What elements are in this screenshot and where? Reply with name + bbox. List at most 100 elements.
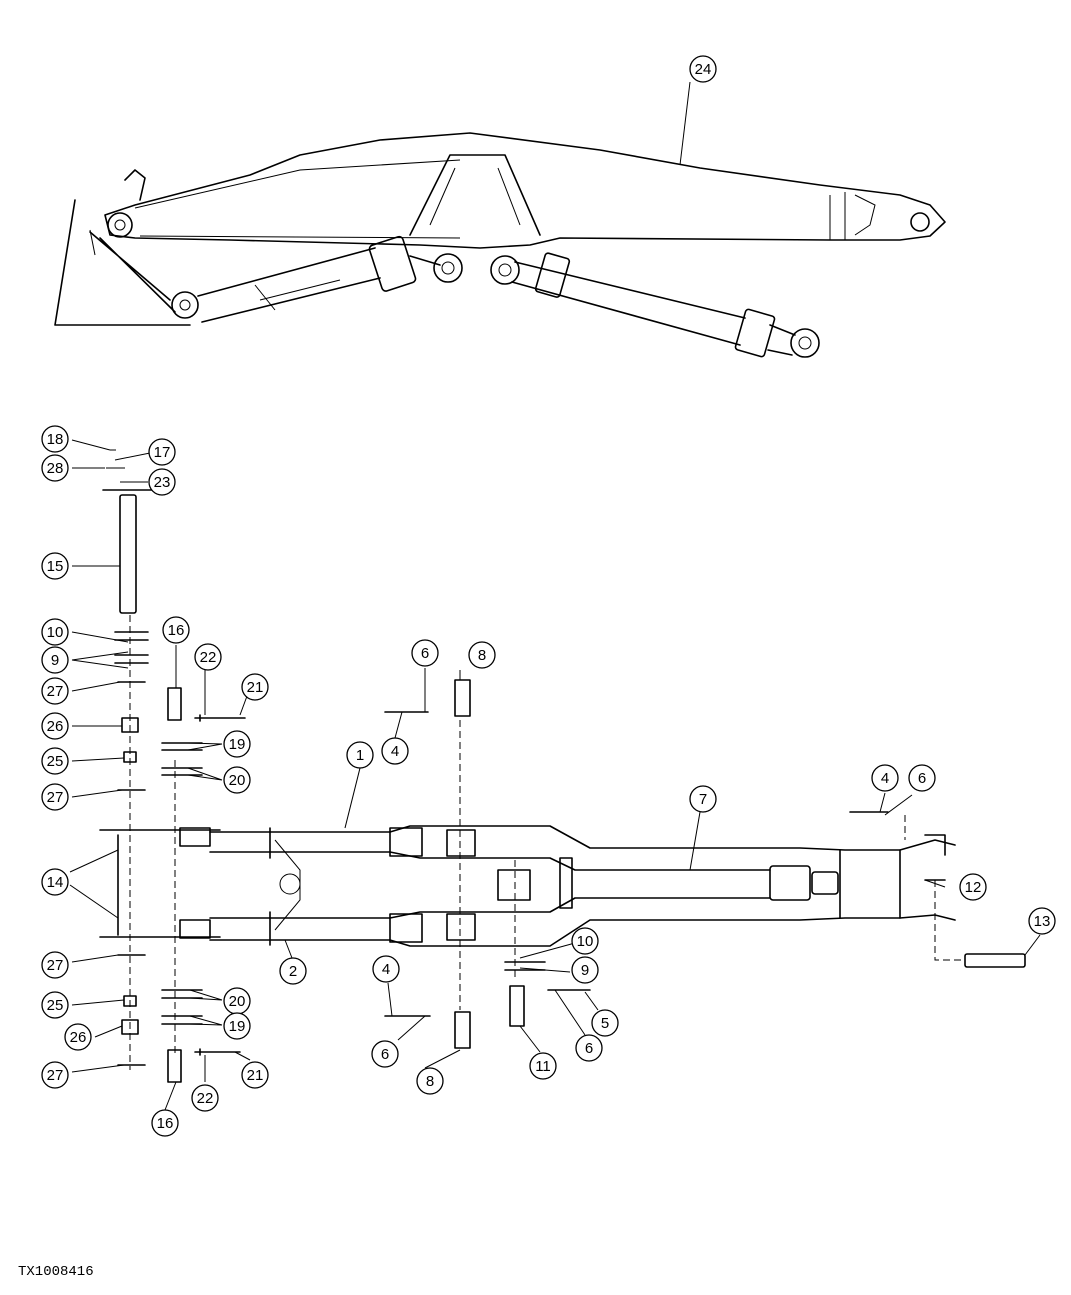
callout-11: 11: [529, 1052, 557, 1080]
callout-circle: [372, 955, 400, 983]
callout-number: 8: [478, 647, 486, 664]
callout-circle: [41, 552, 69, 580]
boom-plan-view: [99, 449, 1026, 1083]
callout-number: 6: [421, 645, 429, 662]
callout-9: 9: [571, 956, 599, 984]
callout-circle: [871, 764, 899, 792]
callout-number: 26: [47, 718, 64, 735]
callout-number: 5: [601, 1015, 609, 1032]
callout-number: 4: [391, 743, 399, 760]
callout-24: 24: [689, 55, 717, 83]
callout-number: 21: [247, 1067, 264, 1084]
callout-number: 19: [229, 736, 246, 753]
callout-15: 15: [41, 552, 69, 580]
callout-number: 16: [157, 1115, 174, 1132]
callout-number: 11: [535, 1058, 551, 1075]
callout-circle: [148, 438, 176, 466]
callout-23: 23: [148, 468, 176, 496]
callout-circle: [162, 616, 190, 644]
callout-28: 28: [41, 454, 69, 482]
callout-20: 20: [223, 987, 251, 1015]
callout-circle: [41, 1061, 69, 1089]
callout-26: 26: [41, 712, 69, 740]
callout-circle: [468, 641, 496, 669]
callout-number: 24: [695, 61, 712, 78]
callout-22: 22: [194, 643, 222, 671]
callout-number: 7: [699, 791, 707, 808]
callout-circle: [241, 673, 269, 701]
callout-number: 27: [47, 683, 64, 700]
callout-22: 22: [191, 1084, 219, 1112]
callout-17: 17: [148, 438, 176, 466]
callout-number: 22: [200, 649, 217, 666]
callout-number: 27: [47, 789, 64, 806]
callout-number: 12: [965, 879, 982, 896]
callout-27: 27: [41, 951, 69, 979]
callout-circle: [41, 646, 69, 674]
callout-6: 6: [908, 764, 936, 792]
callout-circle: [571, 956, 599, 984]
callout-1: 1: [346, 741, 374, 769]
callout-10: 10: [571, 927, 599, 955]
callout-4: 4: [372, 955, 400, 983]
callout-circle: [64, 1023, 92, 1051]
callout-circle: [223, 766, 251, 794]
callout-21: 21: [241, 673, 269, 701]
callout-number: 26: [70, 1029, 87, 1046]
callout-circle: [41, 677, 69, 705]
callout-circle: [41, 425, 69, 453]
callout-number: 21: [247, 679, 264, 696]
callout-circle: [223, 1012, 251, 1040]
callout-27: 27: [41, 677, 69, 705]
callout-circle: [41, 747, 69, 775]
callout-circle: [279, 957, 307, 985]
callout-circle: [241, 1061, 269, 1089]
callout-4: 4: [871, 764, 899, 792]
callout-21: 21: [241, 1061, 269, 1089]
callout-25: 25: [41, 991, 69, 1019]
callout-number: 6: [585, 1040, 593, 1057]
boom-side-view: [54, 132, 946, 358]
callout-8: 8: [416, 1067, 444, 1095]
callout-number: 15: [47, 558, 64, 575]
callout-9: 9: [41, 646, 69, 674]
callout-number: 23: [154, 474, 171, 491]
callout-number: 27: [47, 957, 64, 974]
callout-circle: [41, 454, 69, 482]
callout-number: 18: [47, 431, 64, 448]
callout-number: 9: [581, 962, 589, 979]
callout-number: 22: [197, 1090, 214, 1107]
callout-number: 20: [229, 993, 246, 1010]
callout-10: 10: [41, 618, 69, 646]
callout-number: 25: [47, 753, 64, 770]
callout-circle: [41, 712, 69, 740]
callout-circle: [689, 55, 717, 83]
callout-16: 16: [151, 1109, 179, 1137]
callout-circle: [148, 468, 176, 496]
leader-lines: [69, 81, 1041, 1111]
callout-19: 19: [223, 1012, 251, 1040]
callout-number: 8: [426, 1073, 434, 1090]
callout-6: 6: [575, 1034, 603, 1062]
callout-number: 19: [229, 1018, 246, 1035]
callout-6: 6: [411, 639, 439, 667]
callout-circle: [959, 873, 987, 901]
callout-circle: [41, 618, 69, 646]
callout-5: 5: [591, 1009, 619, 1037]
callout-circle: [529, 1052, 557, 1080]
callout-circle: [416, 1067, 444, 1095]
callout-circle: [591, 1009, 619, 1037]
callout-number: 14: [47, 874, 64, 891]
callout-13: 13: [1028, 907, 1056, 935]
callout-7: 7: [689, 785, 717, 813]
callout-number: 27: [47, 1067, 64, 1084]
callout-19: 19: [223, 730, 251, 758]
callout-circle: [381, 737, 409, 765]
callout-20: 20: [223, 766, 251, 794]
callout-circle: [41, 868, 69, 896]
callout-number: 6: [381, 1046, 389, 1063]
callout-circle: [41, 991, 69, 1019]
figure-id: TX1008416: [18, 1264, 94, 1280]
callout-16: 16: [162, 616, 190, 644]
